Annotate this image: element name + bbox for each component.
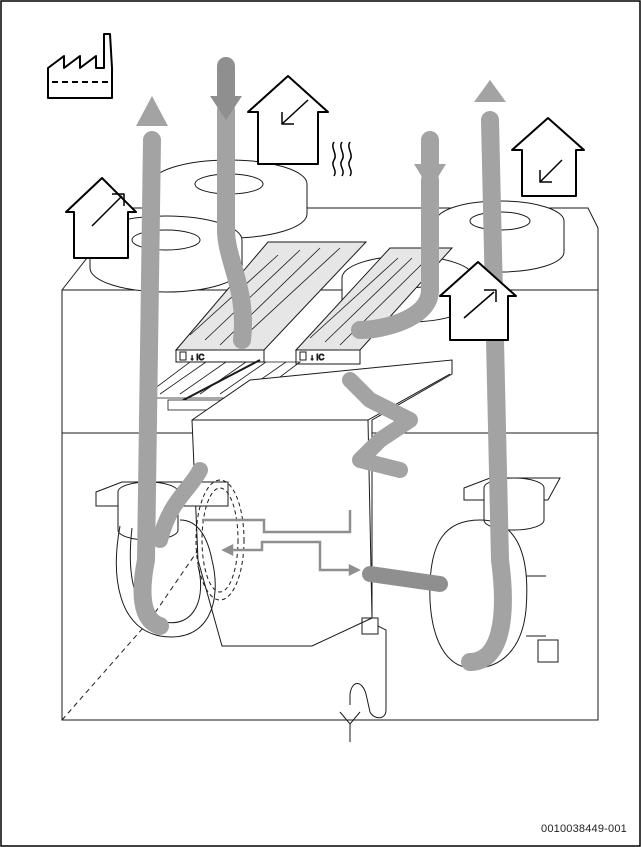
heat-waves-icon <box>332 141 352 177</box>
airflow-arrow-up-right <box>474 80 506 102</box>
airflow-intake-left <box>217 101 252 349</box>
airflow-arrow-up-left <box>136 96 168 126</box>
heat-exchanger <box>191 359 453 647</box>
house-incoming-arrow-icon <box>247 75 329 165</box>
document-id: 0010038449-001 <box>541 823 627 835</box>
bypass-plate <box>140 359 302 411</box>
airflow-paths <box>133 57 512 671</box>
house-outgoing-arrow-icon <box>65 177 137 259</box>
airflow-intake-right <box>351 171 439 339</box>
airflow-exhaust-right <box>461 111 512 671</box>
airflow-exhaust-left <box>133 131 169 635</box>
filter-left: ↓ IC <box>174 241 368 363</box>
house-outgoing-arrow-right-icon <box>439 261 517 341</box>
house-incoming-arrow-right-icon <box>511 117 585 197</box>
factory-icon <box>47 33 113 99</box>
airflow-exchange-zigzag <box>342 372 418 478</box>
drain-icon <box>339 617 387 742</box>
svg-text:↓ IC: ↓ IC <box>190 353 204 362</box>
svg-text:↓ IC: ↓ IC <box>310 353 324 362</box>
bypass-airflow <box>202 510 361 577</box>
